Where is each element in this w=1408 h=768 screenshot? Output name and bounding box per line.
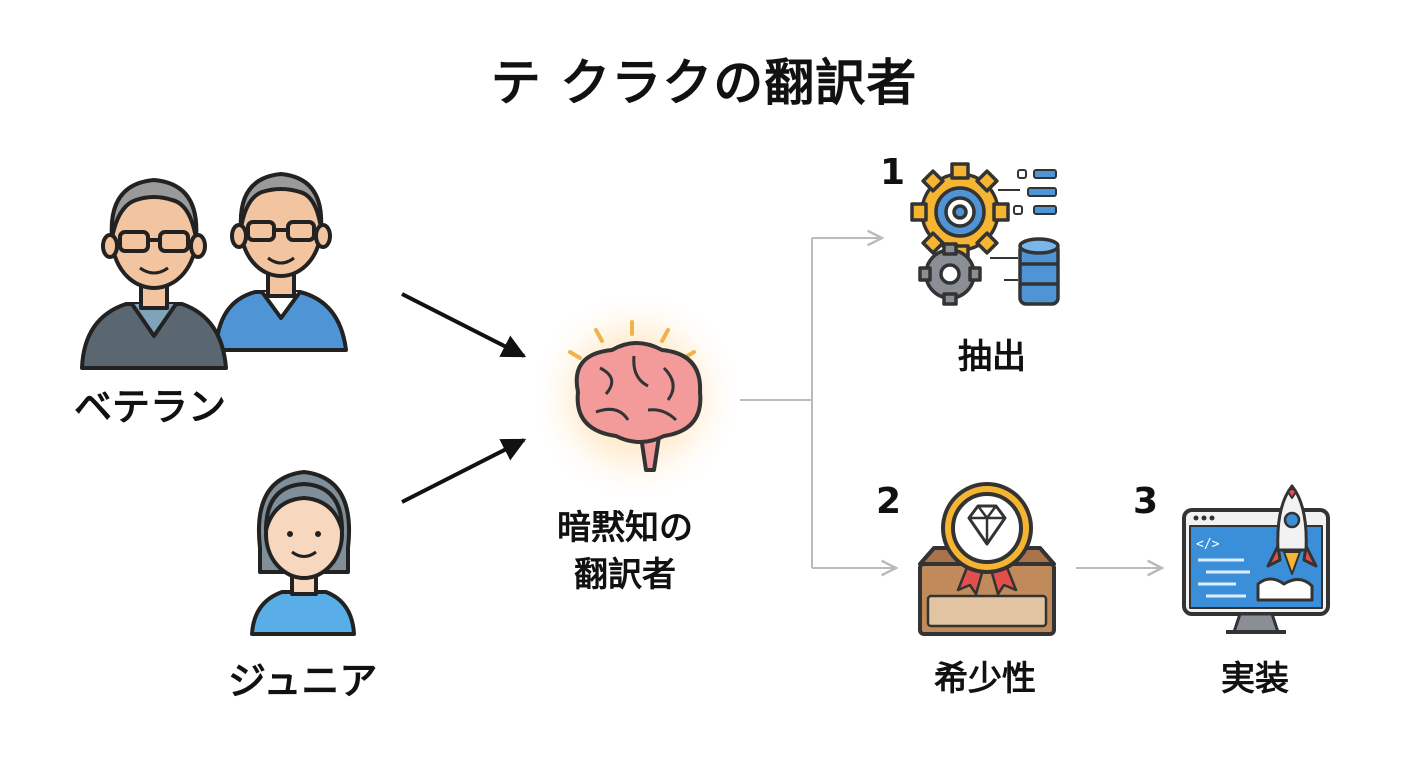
step3-label: 実装	[1221, 659, 1289, 699]
center-label-line1: 暗黙知の	[557, 508, 693, 548]
step2-label: 希少性	[934, 659, 1036, 699]
young-person-icon	[250, 470, 356, 636]
arrow-junior-to-center	[401, 438, 527, 504]
input-arrows	[401, 292, 527, 504]
output-connectors	[740, 238, 1162, 568]
connector-center-branch	[740, 238, 813, 568]
veteran-label: ベテラン	[74, 385, 227, 429]
junior-label: ジュニア	[228, 659, 378, 703]
limited-diamond-box-icon	[918, 482, 1056, 636]
step1-label: 抽出	[958, 337, 1026, 377]
arrow-veteran-to-center	[401, 292, 527, 358]
code-tag: </>	[1196, 537, 1220, 552]
glowing-brain-icon	[528, 288, 744, 504]
step3-number: 3	[1133, 481, 1159, 522]
step2-number: 2	[876, 481, 902, 522]
step1-number: 1	[880, 152, 906, 193]
center-label: 暗黙知の 翻訳者	[520, 505, 730, 599]
gears-and-database-icon	[910, 162, 1060, 306]
page-title: テ クラクの翻訳者	[490, 54, 918, 112]
center-label-line2: 翻訳者	[574, 554, 676, 595]
elderly-people-icon	[80, 172, 348, 370]
code-monitor-rocket-icon: </>	[1182, 484, 1330, 634]
